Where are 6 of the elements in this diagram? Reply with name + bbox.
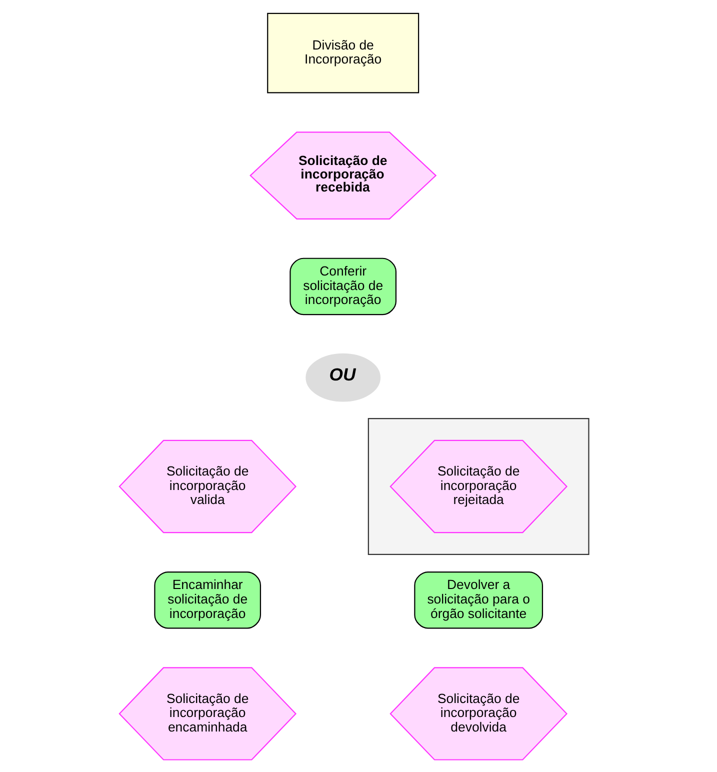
node-box: Conferir solicitação de incorporação [290, 257, 397, 315]
node-box: Divisão de Incorporação [267, 12, 420, 93]
node-box: Encaminhar solicitação de incorporação [154, 570, 262, 628]
cluster [368, 418, 590, 554]
node-ellipse: OU [306, 352, 380, 402]
node-box: Devolver a solicitação para o órgão solicitante [414, 570, 544, 628]
